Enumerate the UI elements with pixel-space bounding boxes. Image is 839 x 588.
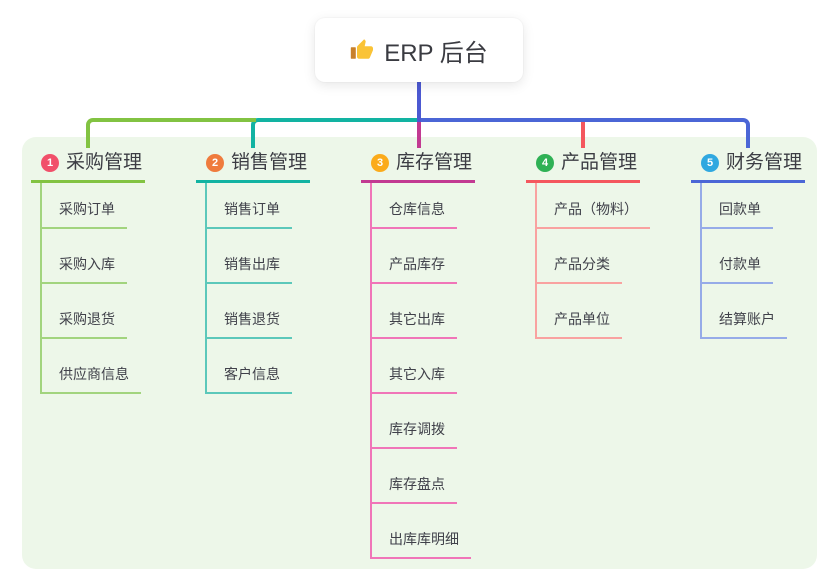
node-receipt-bill[interactable]: 回款单 <box>702 183 773 229</box>
branch-sales-header[interactable]: 2 销售管理 <box>196 148 311 183</box>
branch-number-badge: 3 <box>371 154 389 172</box>
node-product-category[interactable]: 产品分类 <box>537 229 622 284</box>
branch-finance: 5 财务管理 回款单 付款单 结算账户 <box>691 148 806 339</box>
branch-label: 产品管理 <box>561 152 638 173</box>
node-sales-outbound[interactable]: 销售出库 <box>207 229 292 284</box>
node-other-inbound[interactable]: 其它入库 <box>372 339 457 394</box>
branch-label: 库存管理 <box>396 152 473 173</box>
branch-product: 4 产品管理 产品（物料） 产品分类 产品单位 <box>526 148 650 339</box>
thumbs-up-icon <box>350 38 374 62</box>
branch-finance-children: 回款单 付款单 结算账户 <box>700 183 787 339</box>
node-purchase-inbound[interactable]: 采购入库 <box>42 229 127 284</box>
node-other-outbound[interactable]: 其它出库 <box>372 284 457 339</box>
branch-number-badge: 2 <box>206 154 224 172</box>
node-stock-transfer[interactable]: 库存调拨 <box>372 394 457 449</box>
branch-product-header[interactable]: 4 产品管理 <box>526 148 641 183</box>
node-stock-count[interactable]: 库存盘点 <box>372 449 457 504</box>
branch-purchase: 1 采购管理 采购订单 采购入库 采购退货 供应商信息 <box>31 148 146 394</box>
node-sales-order[interactable]: 销售订单 <box>207 183 292 229</box>
connector-branch3-drop <box>417 122 421 148</box>
root-label: ERP 后台 <box>384 39 488 67</box>
branch-sales: 2 销售管理 销售订单 销售出库 销售退货 客户信息 <box>196 148 311 394</box>
branch-purchase-header[interactable]: 1 采购管理 <box>31 148 146 183</box>
branch-sales-children: 销售订单 销售出库 销售退货 客户信息 <box>205 183 292 394</box>
branch-number-badge: 5 <box>701 154 719 172</box>
branch-finance-header[interactable]: 5 财务管理 <box>691 148 806 183</box>
node-supplier-info[interactable]: 供应商信息 <box>42 339 141 394</box>
node-payment-bill[interactable]: 付款单 <box>702 229 773 284</box>
connector-branch5-elbow <box>419 118 750 148</box>
branch-label: 采购管理 <box>66 152 143 173</box>
branch-purchase-children: 采购订单 采购入库 采购退货 供应商信息 <box>40 183 141 394</box>
branch-inventory-children: 仓库信息 产品库存 其它出库 其它入库 库存调拨 库存盘点 出库库明细 <box>370 183 471 559</box>
node-product-unit[interactable]: 产品单位 <box>537 284 622 339</box>
node-purchase-return[interactable]: 采购退货 <box>42 284 127 339</box>
node-settlement-account[interactable]: 结算账户 <box>702 284 787 339</box>
branch-inventory-header[interactable]: 3 库存管理 <box>361 148 476 183</box>
connector-branch4-drop <box>581 122 585 148</box>
root-node[interactable]: ERP 后台 <box>315 18 523 82</box>
branch-inventory: 3 库存管理 仓库信息 产品库存 其它出库 其它入库 库存调拨 库存盘点 出库库… <box>361 148 476 559</box>
node-sales-return[interactable]: 销售退货 <box>207 284 292 339</box>
connector-branch1-elbow <box>86 118 256 148</box>
node-outbound-detail[interactable]: 出库库明细 <box>372 504 471 559</box>
node-purchase-order[interactable]: 采购订单 <box>42 183 127 229</box>
branches-panel <box>22 137 817 569</box>
connector-root-stem <box>417 82 421 122</box>
branch-number-badge: 4 <box>536 154 554 172</box>
branch-label: 财务管理 <box>726 152 803 173</box>
connector-branch2-elbow <box>251 118 419 148</box>
node-product-material[interactable]: 产品（物料） <box>537 183 650 229</box>
branch-product-children: 产品（物料） 产品分类 产品单位 <box>535 183 650 339</box>
branch-number-badge: 1 <box>41 154 59 172</box>
node-customer-info[interactable]: 客户信息 <box>207 339 292 394</box>
branch-label: 销售管理 <box>231 152 308 173</box>
node-product-stock[interactable]: 产品库存 <box>372 229 457 284</box>
node-warehouse-info[interactable]: 仓库信息 <box>372 183 457 229</box>
